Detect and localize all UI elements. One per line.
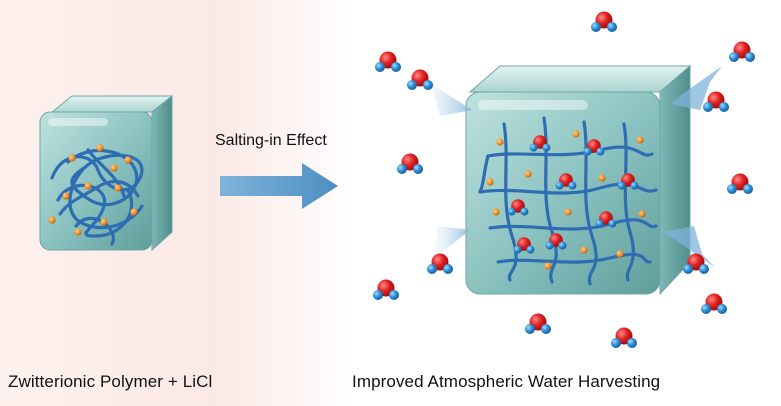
salting-in-arrow xyxy=(220,163,338,209)
water-harvesting-caption: Improved Atmospheric Water Harvesting xyxy=(352,372,661,391)
tangled-polymer-chains xyxy=(50,148,144,246)
large-hydrogel-cube xyxy=(465,64,692,296)
fade-background-panel xyxy=(215,0,355,406)
small-hydrogel-cube xyxy=(39,94,174,252)
salting-in-label: Salting-in Effect xyxy=(215,132,327,149)
polymer-caption: Zwitterionic Polymer + LiCl xyxy=(8,372,213,391)
